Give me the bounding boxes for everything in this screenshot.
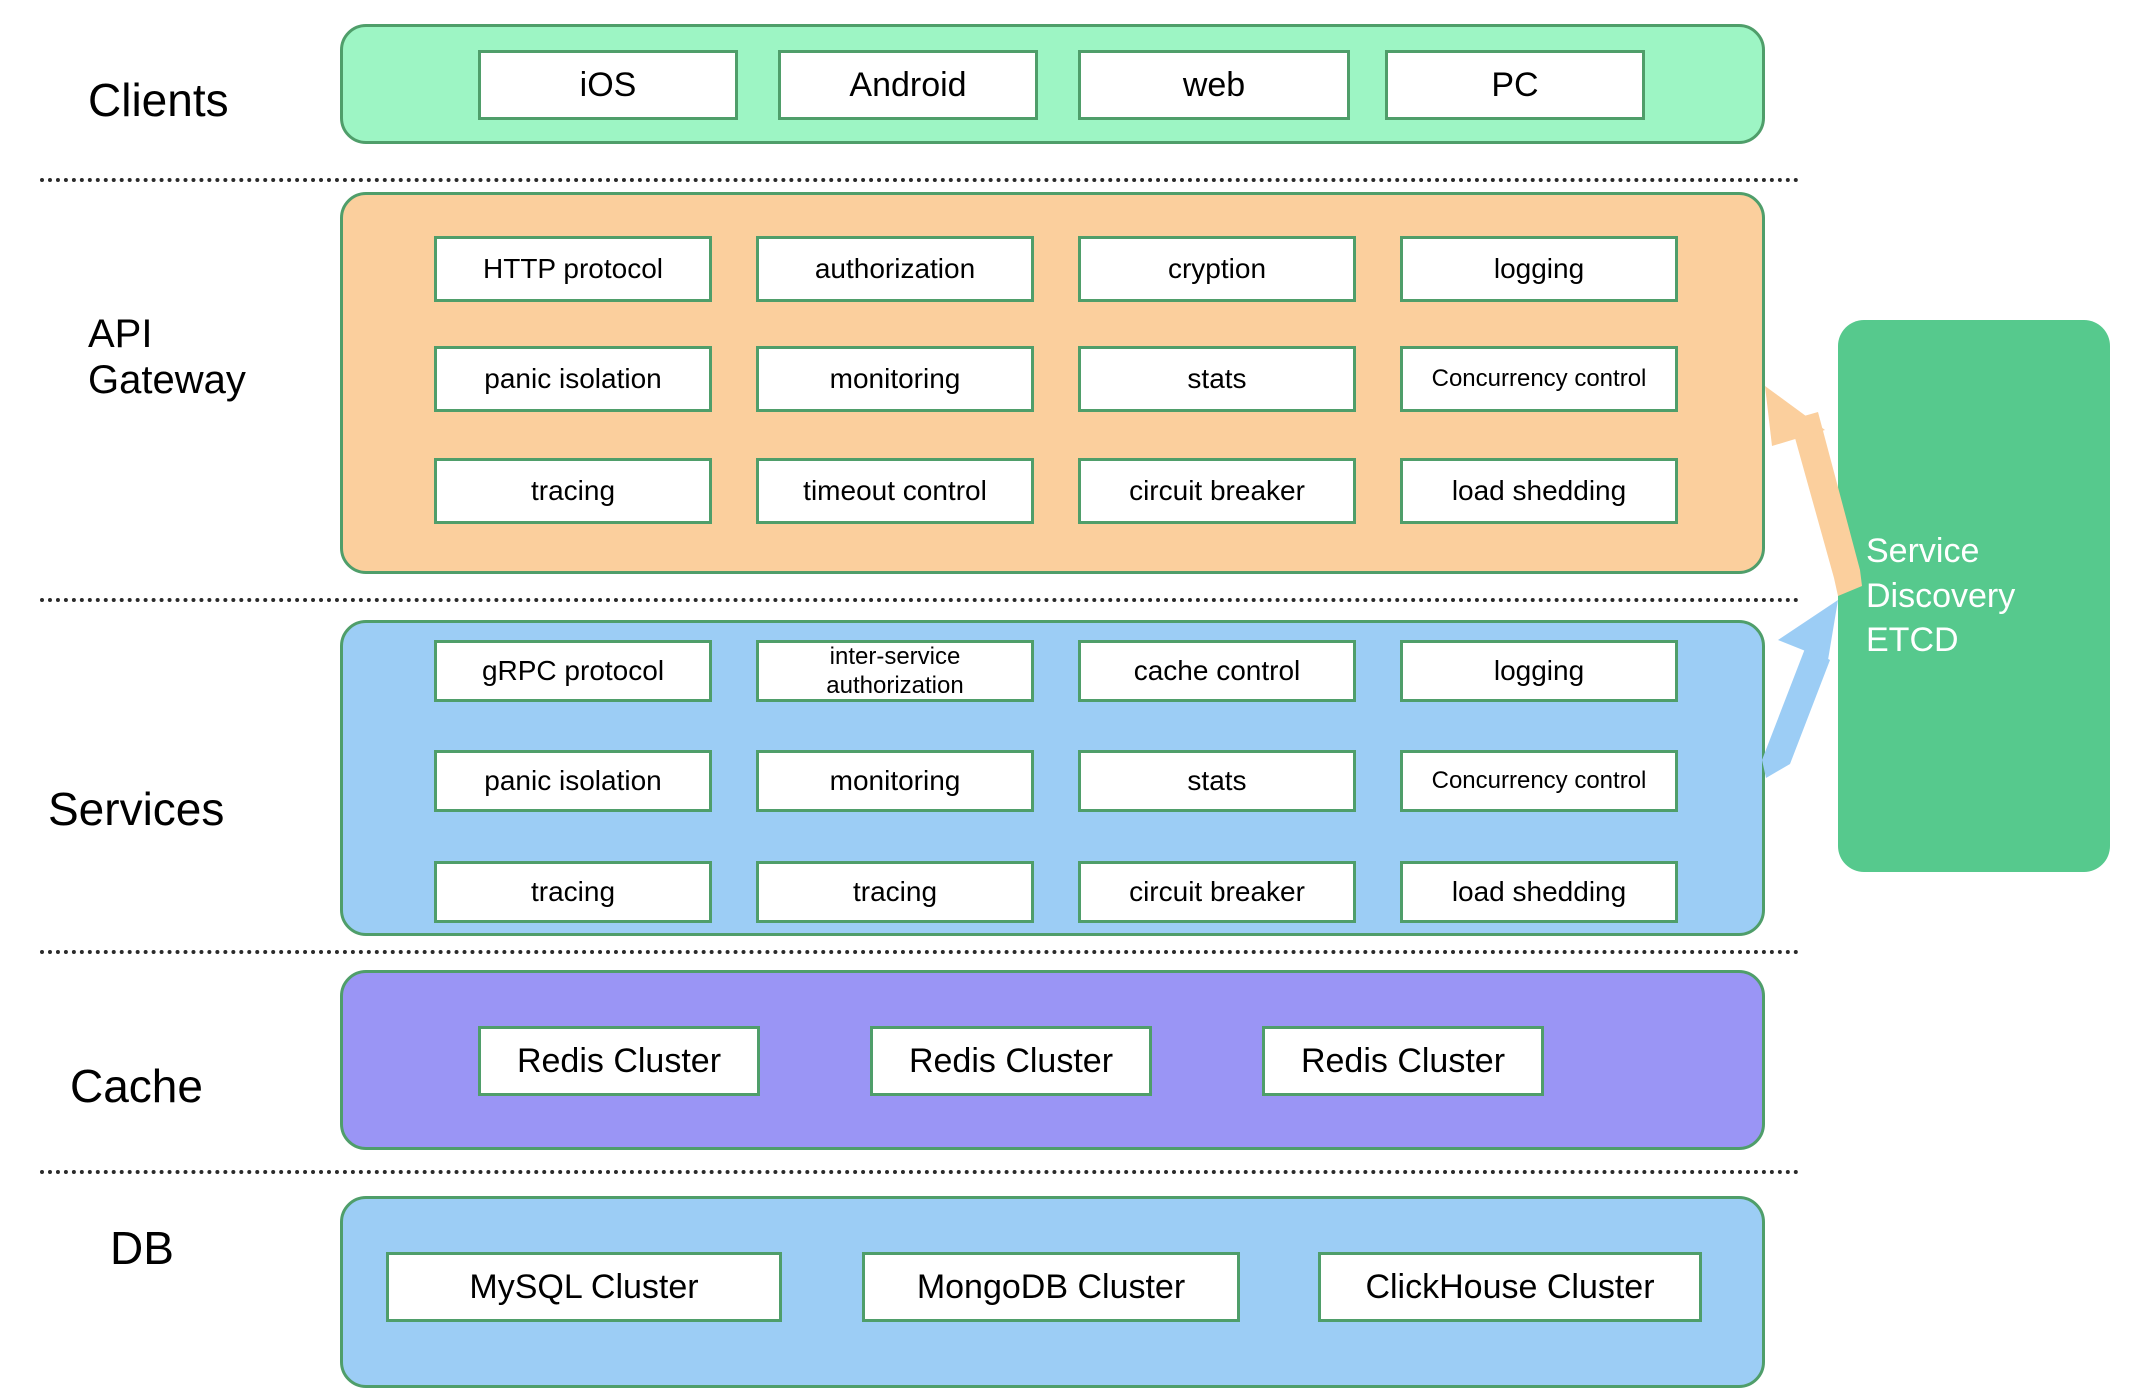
service-cell-load-shedding[interactable]: load shedding — [1400, 861, 1678, 923]
row-label-api-gateway: API Gateway — [88, 312, 246, 402]
service-cell-stats[interactable]: stats — [1078, 750, 1356, 812]
divider-services-cache — [40, 950, 1800, 954]
divider-cache-db — [40, 1170, 1800, 1174]
cache-box-redis-cluster-3[interactable]: Redis Cluster — [1262, 1026, 1544, 1096]
row-label-db: DB — [110, 1222, 174, 1274]
service-cell-tracing-2[interactable]: tracing — [756, 861, 1034, 923]
row-label-clients: Clients — [88, 74, 229, 126]
gateway-cell-timeout-control[interactable]: timeout control — [756, 458, 1034, 524]
row-label-cache: Cache — [70, 1060, 203, 1112]
gateway-cell-tracing[interactable]: tracing — [434, 458, 712, 524]
row-label-services: Services — [48, 783, 225, 835]
service-cell-circuit-breaker[interactable]: circuit breaker — [1078, 861, 1356, 923]
gateway-cell-monitoring[interactable]: monitoring — [756, 346, 1034, 412]
gateway-cell-circuit-breaker[interactable]: circuit breaker — [1078, 458, 1356, 524]
service-cell-monitoring[interactable]: monitoring — [756, 750, 1034, 812]
service-cell-concurrency-control[interactable]: Concurrency control — [1400, 750, 1678, 812]
gateway-cell-stats[interactable]: stats — [1078, 346, 1356, 412]
client-box-ios[interactable]: iOS — [478, 50, 738, 120]
gateway-cell-cryption[interactable]: cryption — [1078, 236, 1356, 302]
gateway-cell-http-protocol[interactable]: HTTP protocol — [434, 236, 712, 302]
service-cell-logging[interactable]: logging — [1400, 640, 1678, 702]
service-cell-grpc-protocol[interactable]: gRPC protocol — [434, 640, 712, 702]
gateway-cell-panic-isolation[interactable]: panic isolation — [434, 346, 712, 412]
client-box-android[interactable]: Android — [778, 50, 1038, 120]
divider-gateway-services — [40, 598, 1800, 602]
service-cell-cache-control[interactable]: cache control — [1078, 640, 1356, 702]
cache-box-redis-cluster-1[interactable]: Redis Cluster — [478, 1026, 760, 1096]
gateway-cell-logging[interactable]: logging — [1400, 236, 1678, 302]
db-box-mongodb-cluster[interactable]: MongoDB Cluster — [862, 1252, 1240, 1322]
cache-box-redis-cluster-2[interactable]: Redis Cluster — [870, 1026, 1152, 1096]
service-cell-inter-service-authorization[interactable]: inter-service authorization — [756, 640, 1034, 702]
gateway-cell-concurrency-control[interactable]: Concurrency control — [1400, 346, 1678, 412]
service-cell-tracing-1[interactable]: tracing — [434, 861, 712, 923]
service-discovery-panel[interactable]: Service Discovery ETCD — [1838, 320, 2110, 872]
client-box-web[interactable]: web — [1078, 50, 1350, 120]
db-box-clickhouse-cluster[interactable]: ClickHouse Cluster — [1318, 1252, 1702, 1322]
divider-clients-gateway — [40, 178, 1800, 182]
db-box-mysql-cluster[interactable]: MySQL Cluster — [386, 1252, 782, 1322]
arrow-services-to-service-discovery — [1762, 600, 1838, 778]
client-box-pc[interactable]: PC — [1385, 50, 1645, 120]
gateway-cell-authorization[interactable]: authorization — [756, 236, 1034, 302]
service-cell-panic-isolation[interactable]: panic isolation — [434, 750, 712, 812]
gateway-cell-load-shedding[interactable]: load shedding — [1400, 458, 1678, 524]
